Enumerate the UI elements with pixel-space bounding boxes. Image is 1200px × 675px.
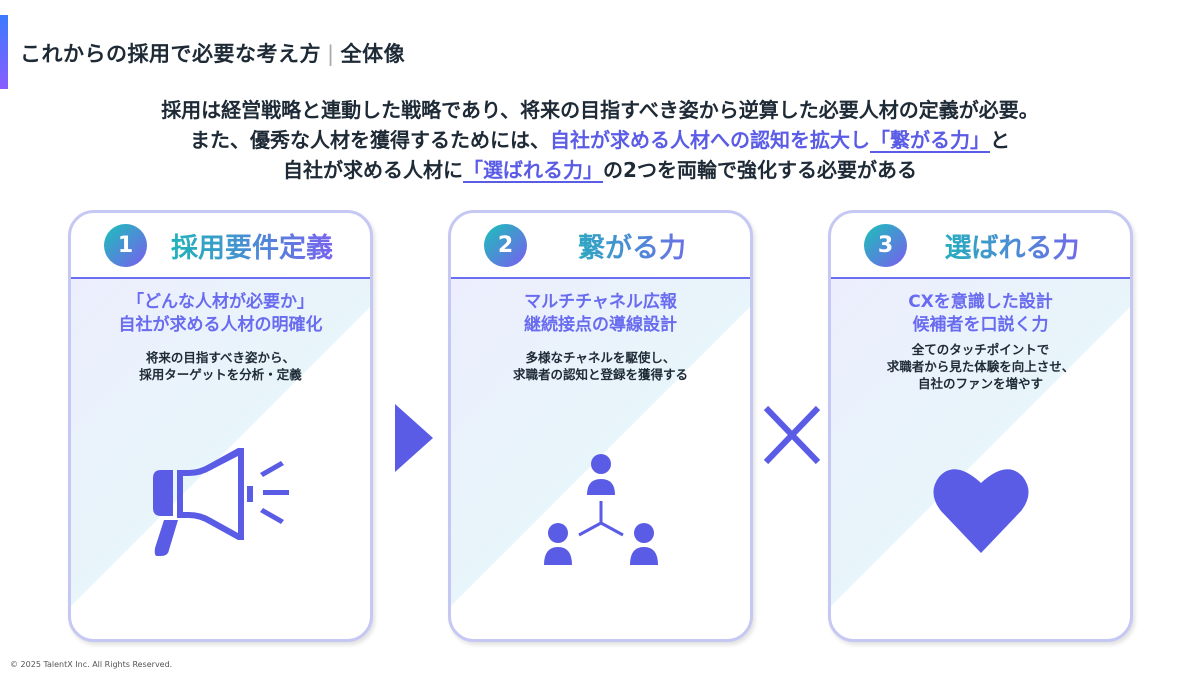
body-line: 将来の目指すべき姿から、 xyxy=(145,350,296,365)
title-text: これからの採用で必要な考え方 xyxy=(20,42,321,66)
card-header: 3 選ばれる力 xyxy=(831,213,1130,279)
title-separator: | xyxy=(327,42,335,66)
card-subtitle: マルチチャネル広報継続接点の導線設計 xyxy=(451,291,750,337)
subtitle-line: マルチチャネル広報 xyxy=(524,292,677,312)
body-line: 採用ターゲットを分析・定義 xyxy=(139,367,302,382)
card-connecting-power: 2 繋がる力 マルチチャネル広報継続接点の導線設計 多様なチャネルを駆使し、求職者… xyxy=(448,210,753,642)
body-line: 全てのタッチポイントで xyxy=(911,342,1050,357)
subtitle-line: 自社が求める人材の明確化 xyxy=(118,315,323,335)
copyright: © 2025 TalentX Inc. All Rights Reserved. xyxy=(10,660,173,669)
body-line: 多様なチャネルを駆使し、 xyxy=(525,350,676,365)
body-line: 求職者から見た体験を向上させ、 xyxy=(886,359,1075,374)
card-body: 将来の目指すべき姿から、採用ターゲットを分析・定義 xyxy=(71,349,370,383)
lead-text: 採用は経営戦略と連動した戦略であり、将来の目指すべき姿から逆算した必要人材の定義… xyxy=(0,95,1200,185)
lead-text-part: 自社が求める人材に xyxy=(283,158,464,182)
subtitle-line: 「どんな人材が必要か」 xyxy=(127,292,314,312)
lead-line-1: 採用は経営戦略と連動した戦略であり、将来の目指すべき姿から逆算した必要人材の定義… xyxy=(161,98,1039,122)
page-title: これからの採用で必要な考え方|全体像 xyxy=(20,38,405,68)
card-recruitment-requirements: 1 採用要件定義 「どんな人材が必要か」自社が求める人材の明確化 将来の目指すべき… xyxy=(68,210,373,642)
heart-icon xyxy=(831,465,1130,553)
lead-text-part: と xyxy=(990,128,1010,152)
subtitle-line: 候補者を口説く力 xyxy=(912,315,1049,335)
network-people-icon xyxy=(451,453,750,565)
card-header: 2 繋がる力 xyxy=(451,213,750,279)
number-badge: 1 xyxy=(104,223,147,267)
number-badge: 2 xyxy=(484,223,527,267)
accent-bar xyxy=(0,15,8,89)
card-being-chosen-power: 3 選ばれる力 CXを意識した設計候補者を口説く力 全てのタッチポイントで求職者か… xyxy=(828,210,1133,642)
lead-underline: 「繋がる力」 xyxy=(870,128,990,152)
card-body: 多様なチャネルを駆使し、求職者の認知と登録を獲得する xyxy=(451,349,750,383)
body-line: 求職者の認知と登録を獲得する xyxy=(512,367,688,382)
card-header: 1 採用要件定義 xyxy=(71,213,370,279)
card-title: 繋がる力 xyxy=(547,226,717,265)
card-subtitle: 「どんな人材が必要か」自社が求める人材の明確化 xyxy=(71,291,370,337)
lead-text-part: また、優秀な人材を獲得するためには、 xyxy=(190,128,550,152)
title-suffix: 全体像 xyxy=(340,42,406,66)
lead-underline: 「選ばれる力」 xyxy=(463,158,604,182)
lead-line-2: また、優秀な人材を獲得するためには、自社が求める人材への認知を拡大し「繋がる力」… xyxy=(0,125,1200,155)
arrow-right-icon xyxy=(395,404,433,472)
subtitle-line: CXを意識した設計 xyxy=(908,292,1053,312)
lead-line-3: 自社が求める人材に「選ばれる力」の2つを両輪で強化する必要がある xyxy=(0,155,1200,185)
card-background xyxy=(831,279,1130,639)
subtitle-line: 継続接点の導線設計 xyxy=(524,315,677,335)
card-subtitle: CXを意識した設計候補者を口説く力 xyxy=(831,291,1130,337)
card-title: 採用要件定義 xyxy=(167,226,337,265)
megaphone-icon xyxy=(71,448,370,568)
body-line: 自社のファンを増やす xyxy=(917,376,1043,391)
card-title: 選ばれる力 xyxy=(927,226,1097,265)
card-body: 全てのタッチポイントで求職者から見た体験を向上させ、自社のファンを増やす xyxy=(831,341,1130,392)
number-badge: 3 xyxy=(864,223,907,267)
multiply-icon xyxy=(762,404,822,470)
lead-highlight: 自社が求める人材への認知を拡大し xyxy=(550,128,870,152)
lead-text-part: の2つを両輪で強化する必要がある xyxy=(603,158,917,182)
